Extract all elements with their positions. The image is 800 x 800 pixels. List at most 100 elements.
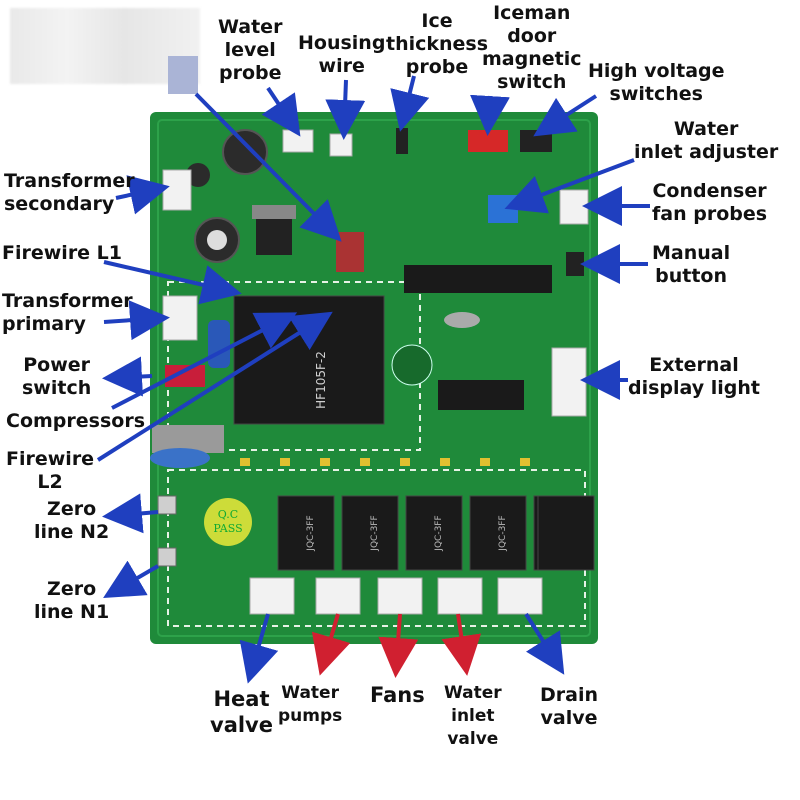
- led-row: [240, 458, 530, 466]
- power-switch-connector: [165, 365, 205, 387]
- red-smd: [336, 232, 364, 272]
- water-pump-connector: [315, 577, 361, 615]
- small-relay-model: JQC-3FF: [306, 515, 316, 551]
- qc-stamp: [204, 498, 252, 546]
- arrow-water-pumps: [311, 613, 351, 676]
- relay-area-outline: [167, 469, 586, 627]
- ic-chip: [438, 380, 524, 410]
- water-level-connector: [282, 129, 314, 153]
- svg-text:PASS: PASS: [213, 522, 242, 535]
- fan-connector: [377, 577, 423, 615]
- mcu-chip: [404, 265, 552, 293]
- blue-cap-big: [208, 320, 230, 368]
- led: [480, 458, 490, 466]
- led: [520, 458, 530, 466]
- grey-block: [152, 425, 224, 453]
- arrow-firewire-l1: [103, 260, 242, 305]
- small-relay: [405, 495, 463, 571]
- arrow-fans: [378, 613, 419, 678]
- ice-probe-part: [396, 128, 408, 154]
- arrow-zero-n1: [103, 560, 160, 599]
- arrow-transformer-primary: [103, 300, 170, 341]
- buzzer: [391, 344, 433, 386]
- arrow-heat-valve: [239, 613, 279, 684]
- led: [400, 458, 410, 466]
- label-fans: Fans: [370, 683, 425, 707]
- transformer-primary-connector: [162, 295, 198, 341]
- regulator: [256, 215, 292, 255]
- arrow-water-level: [261, 86, 301, 137]
- qc-stamp-text: Q.C: [218, 508, 238, 521]
- mains-area-outline: [167, 281, 421, 451]
- arrow-door-switch: [470, 94, 510, 136]
- small-relay-model: JQC-3FF: [498, 515, 508, 551]
- led: [280, 458, 290, 466]
- manual-button-part: [566, 252, 584, 276]
- blurred-patch: [168, 56, 198, 94]
- capacitor-small: [186, 163, 210, 187]
- bottom-connectors: [249, 577, 543, 615]
- crystal: [444, 312, 480, 328]
- arrows: [96, 75, 650, 684]
- zero-n2-pin: [157, 495, 177, 515]
- small-relay-model: JQC-3FF: [370, 515, 380, 551]
- arrow-firewire-l2: [96, 311, 333, 462]
- arrow-drain-valve: [524, 612, 565, 675]
- arrow-ice-probe: [390, 75, 430, 132]
- water-inlet-connector: [437, 577, 483, 615]
- arrow-transformer-secondary: [115, 175, 170, 215]
- small-relay: [277, 495, 335, 571]
- arrow-hv-switch: [533, 94, 598, 137]
- transformer-secondary-connector: [162, 169, 192, 211]
- hv-switch-connector: [520, 130, 552, 152]
- arrow-housing-wire: [325, 79, 366, 140]
- condenser-fan-connector: [559, 189, 589, 225]
- label-compressors: Compressors: [6, 410, 146, 432]
- led: [440, 458, 450, 466]
- arrow-water-inlet: [441, 613, 482, 676]
- arrow-inlet-adjuster: [504, 158, 635, 214]
- big-relay-model: HF105F-2: [314, 351, 328, 409]
- small-relay: [469, 495, 527, 571]
- heat-valve-connector: [249, 577, 295, 615]
- zero-n1-pin: [157, 547, 177, 567]
- led: [240, 458, 250, 466]
- door-switch-connector: [468, 130, 508, 152]
- led: [360, 458, 370, 466]
- blue-capacitor: [150, 448, 210, 468]
- led: [320, 458, 330, 466]
- capacitor-top: [222, 129, 268, 175]
- housing-wire-connector: [329, 133, 353, 157]
- label-firewire-l1: Firewire L1: [2, 242, 123, 264]
- small-relay-model: JQC-3FF: [434, 515, 444, 551]
- external-display-connector: [551, 347, 587, 417]
- arrow-blurred-patch: [194, 92, 342, 242]
- small-relay: [537, 495, 595, 571]
- drain-valve-connector: [497, 577, 543, 615]
- arrow-compressors: [111, 312, 298, 410]
- arrow-power-switch: [102, 356, 153, 397]
- small-relay: [341, 495, 399, 571]
- water-inlet-pot: [488, 195, 518, 223]
